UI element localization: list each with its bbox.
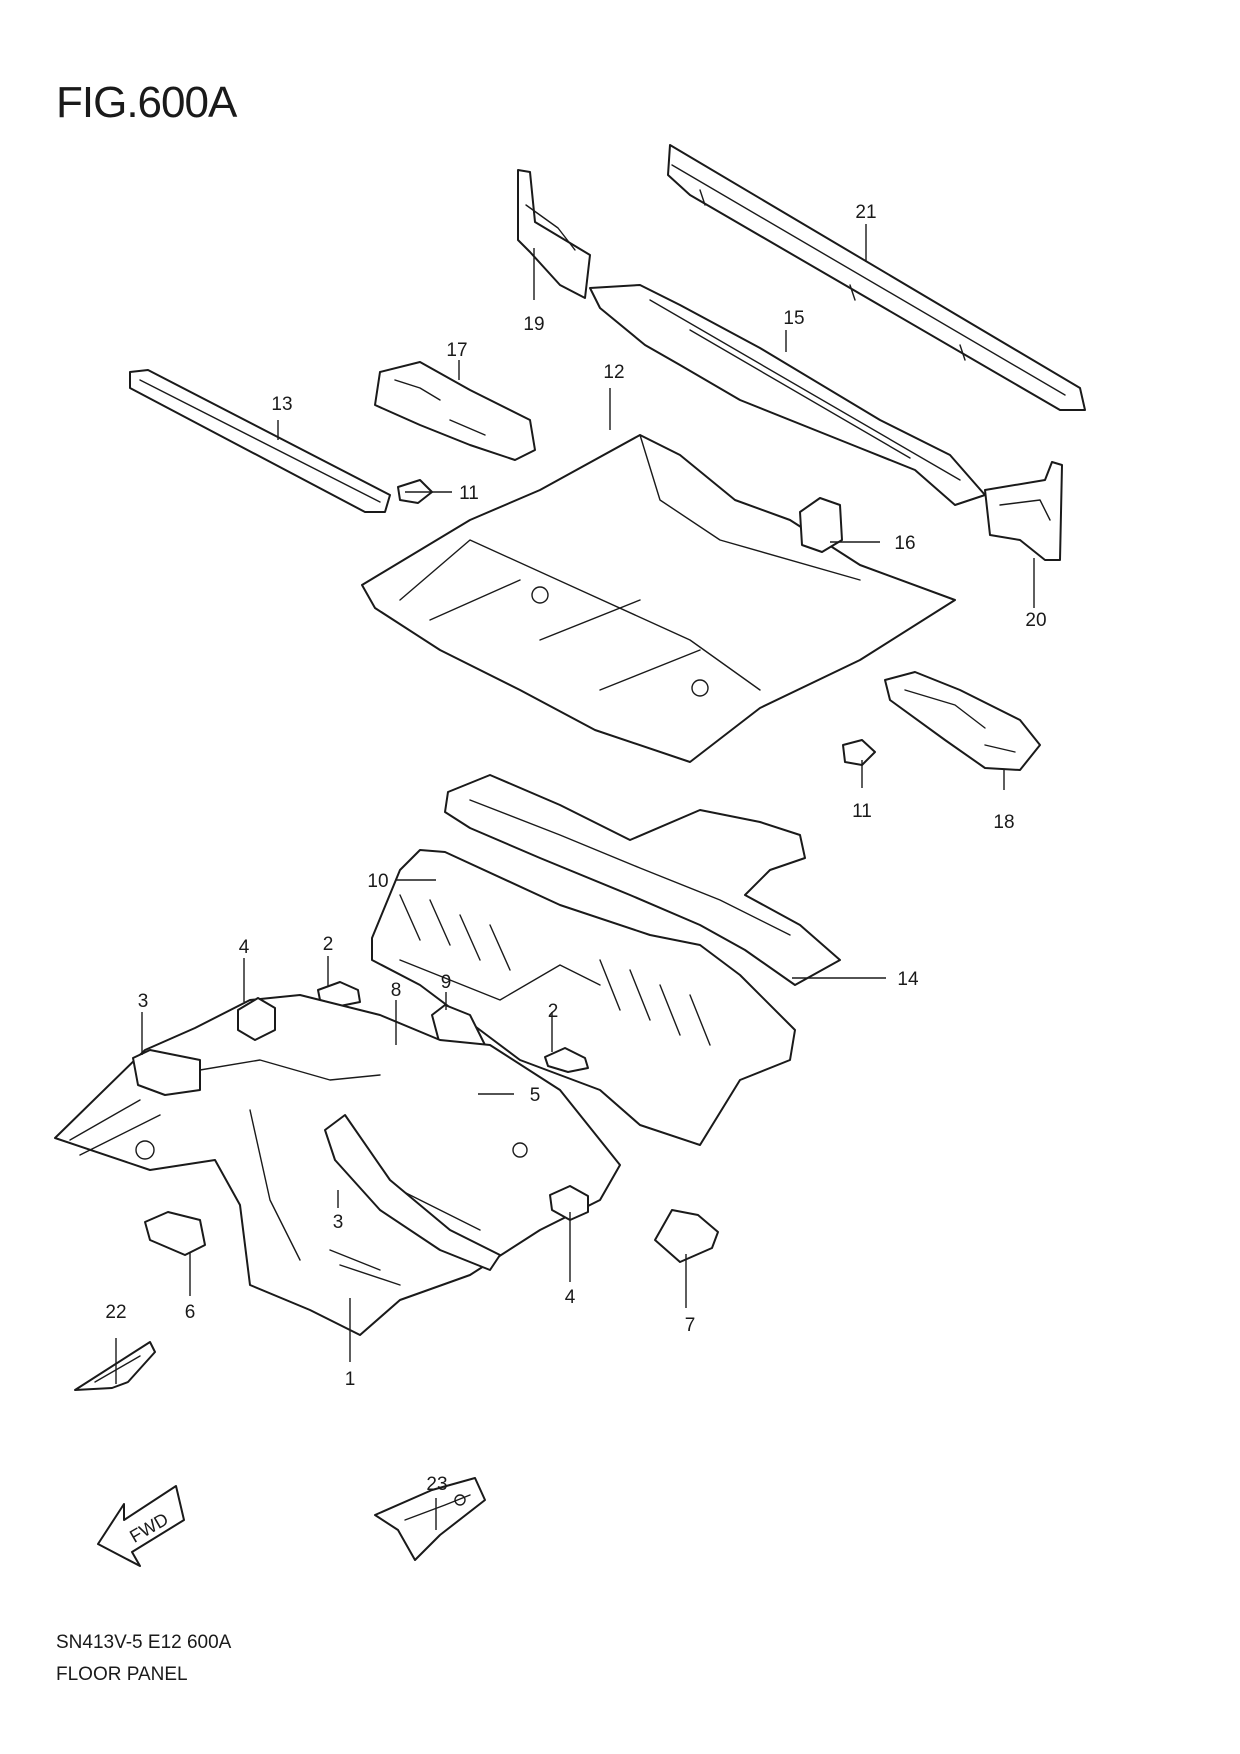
callout-11-lower: 11	[852, 801, 872, 822]
fwd-direction-arrow: FWD	[97, 1485, 185, 1567]
part-23-gusset	[374, 1477, 486, 1561]
callout-18: 18	[993, 812, 1014, 833]
callout-4-upper: 4	[239, 937, 250, 958]
callout-1: 1	[345, 1369, 356, 1390]
part-19-side-bracket	[517, 169, 591, 299]
callout-13: 13	[271, 394, 292, 415]
callout-15: 15	[783, 308, 804, 329]
part-11-plug-lower	[842, 739, 876, 766]
callout-17: 17	[446, 340, 467, 361]
callout-2-lower: 2	[548, 1001, 559, 1022]
part-16-small-bracket	[799, 497, 843, 553]
callout-16: 16	[894, 533, 915, 554]
callout-21: 21	[855, 202, 876, 223]
part-13-long-member	[129, 369, 391, 513]
part-6-bracket	[144, 1211, 206, 1256]
callout-numbers: 21 19 15 17 12 13 11 16 20 11 18 10 14 2…	[105, 202, 1046, 1495]
callout-4-lower: 4	[565, 1287, 576, 1308]
callout-10: 10	[367, 871, 388, 892]
part-12-rear-floor-panel	[361, 434, 956, 763]
callout-20: 20	[1025, 610, 1046, 631]
part-17-bracket	[374, 361, 536, 461]
figure-name: FLOOR PANEL	[56, 1664, 188, 1685]
part-7-bracket	[654, 1209, 719, 1263]
part-10-middle-floor-panel	[371, 849, 796, 1146]
callout-6: 6	[185, 1302, 196, 1323]
part-20-side-bracket	[984, 461, 1063, 561]
part-15-cross-member	[589, 284, 986, 506]
callout-9: 9	[441, 972, 452, 993]
part-22-gusset	[74, 1341, 156, 1391]
figure-title: FIG.600A	[56, 78, 237, 127]
callout-14: 14	[897, 969, 919, 990]
callout-12: 12	[603, 362, 624, 383]
callout-23: 23	[426, 1474, 447, 1495]
part-18-bracket	[884, 671, 1041, 771]
part-4-bracket-lower	[549, 1185, 589, 1221]
part-14-cross-member	[444, 774, 841, 986]
part-4-bracket-upper	[237, 997, 276, 1041]
figure-code: SN413V-5 E12 600A	[56, 1632, 232, 1653]
callout-2-upper: 2	[323, 934, 334, 955]
callout-3-center: 3	[333, 1212, 344, 1233]
callout-8: 8	[391, 980, 402, 1001]
part-3-side-member-center	[324, 1114, 501, 1271]
callout-11-upper: 11	[459, 483, 479, 504]
part-2-bracket-lower	[544, 1047, 589, 1073]
callout-7: 7	[685, 1315, 696, 1336]
callout-19: 19	[523, 314, 544, 335]
callout-22: 22	[105, 1302, 126, 1323]
leader-lines	[115, 224, 1035, 1530]
part-3-side-member-left	[132, 1049, 201, 1096]
callout-5: 5	[530, 1085, 541, 1106]
part-21-rear-panel-upper	[667, 144, 1086, 411]
callout-3-left: 3	[138, 991, 149, 1012]
